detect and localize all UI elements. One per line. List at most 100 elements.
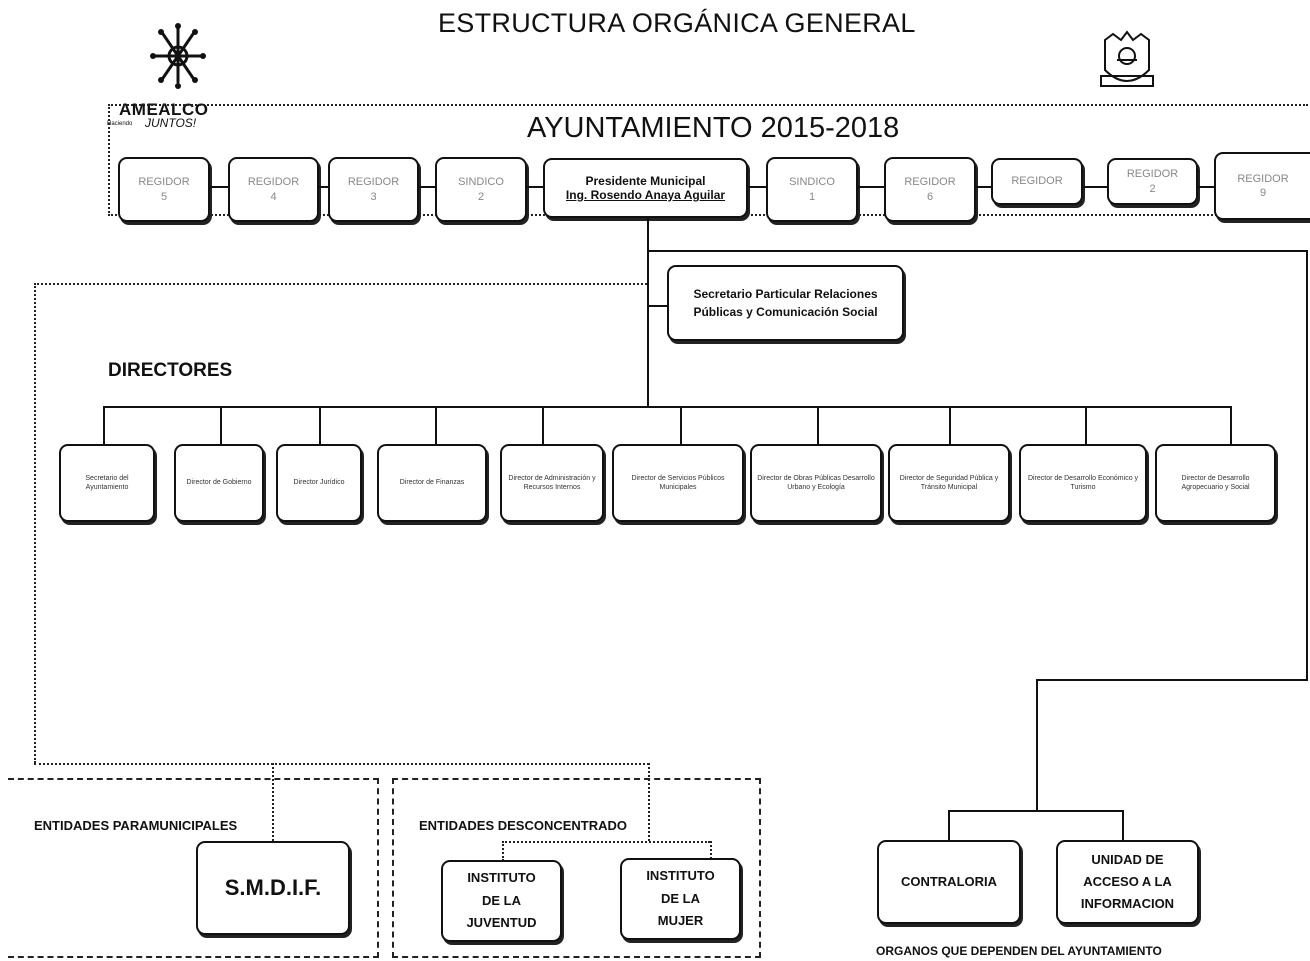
dotted-drop-desconcentrado bbox=[648, 763, 650, 841]
dir-drop bbox=[949, 406, 951, 444]
council-label: REGIDOR bbox=[1237, 172, 1289, 185]
unidad-line: INFORMACION bbox=[1080, 896, 1175, 912]
inst-line: INSTITUTO bbox=[467, 869, 536, 885]
inst-line: DE LA bbox=[482, 892, 521, 908]
dir-drop bbox=[1230, 406, 1232, 444]
director-box[interactable]: Director de Desarrollo Agropecuario y So… bbox=[1155, 444, 1276, 522]
inst-line: DE LA bbox=[661, 890, 700, 906]
dir-drop bbox=[435, 406, 437, 444]
inst-line: MUJER bbox=[657, 913, 704, 929]
logo-emblem-icon bbox=[150, 23, 206, 89]
council-box-regidor-3[interactable]: REGIDOR 3 bbox=[328, 157, 419, 222]
connector bbox=[1083, 186, 1107, 188]
director-box[interactable]: Secretario del Ayuntamiento bbox=[59, 444, 155, 522]
sec-line2: Públicas y Comunicación Social bbox=[693, 305, 878, 319]
council-label: REGIDOR bbox=[247, 176, 300, 189]
instituto-juventud-box[interactable]: INSTITUTO DE LA JUVENTUD bbox=[441, 860, 562, 942]
council-box-regidor-9[interactable]: REGIDOR 9 bbox=[1214, 152, 1310, 220]
dotted-drop-paramunicipales bbox=[272, 763, 274, 841]
council-number: 2 bbox=[477, 190, 485, 203]
dir-drop bbox=[103, 406, 105, 444]
director-box[interactable]: Director de Desarrollo Económico y Turis… bbox=[1019, 444, 1147, 522]
council-box-regidor-2[interactable]: REGIDOR 2 bbox=[1107, 158, 1198, 205]
right-trunk bbox=[1306, 250, 1308, 680]
organos-branch bbox=[948, 810, 1124, 812]
unidad-line: UNIDAD DE bbox=[1091, 851, 1164, 867]
connector bbox=[748, 186, 766, 188]
connector bbox=[1198, 186, 1214, 188]
council-box-sindico-2[interactable]: SINDICO 2 bbox=[435, 157, 527, 222]
council-number: 9 bbox=[1259, 187, 1267, 199]
council-label: REGIDOR bbox=[1126, 168, 1179, 181]
council-box-regidor-4[interactable]: REGIDOR 4 bbox=[228, 157, 319, 222]
council-box-sindico-1[interactable]: SINDICO 1 bbox=[766, 157, 858, 222]
dotted-institutos-left bbox=[502, 841, 504, 861]
right-to-organos bbox=[1036, 679, 1308, 681]
director-box[interactable]: Director de Servicios Públicos Municipal… bbox=[612, 444, 744, 522]
director-box[interactable]: Director Jurídico bbox=[276, 444, 362, 522]
smdif-label: S.M.D.I.F. bbox=[224, 875, 322, 900]
dotted-branch-left bbox=[34, 283, 36, 763]
dir-drop bbox=[542, 406, 544, 444]
council-box-regidor-7[interactable]: REGIDOR bbox=[991, 158, 1083, 205]
secretario-particular-box[interactable]: Secretario Particular Relaciones Pública… bbox=[667, 265, 904, 341]
council-label: SINDICO bbox=[458, 176, 504, 189]
connector bbox=[976, 186, 991, 188]
paramunicipales-frame bbox=[8, 778, 379, 958]
connector bbox=[319, 186, 328, 188]
council-box-regidor-5[interactable]: REGIDOR 5 bbox=[118, 157, 210, 222]
dir-drop bbox=[1085, 406, 1087, 444]
contraloria-label: CONTRALORIA bbox=[900, 873, 998, 889]
dotted-institutos-bar bbox=[502, 841, 710, 843]
director-label: Director de Servicios Públicos Municipal… bbox=[631, 474, 725, 491]
dir-drop bbox=[680, 406, 682, 444]
council-number: 6 bbox=[926, 190, 934, 203]
director-label: Director de Finanzas bbox=[399, 479, 465, 487]
council-number: 2 bbox=[1149, 182, 1156, 195]
director-box[interactable]: Director de Administración y Recursos In… bbox=[500, 444, 604, 522]
presidente-municipal-box[interactable]: Presidente Municipal Ing. Rosendo Anaya … bbox=[543, 158, 748, 218]
council-label: REGIDOR bbox=[347, 176, 400, 189]
president-name: Ing. Rosendo Anaya Aguilar bbox=[565, 188, 726, 202]
director-box[interactable]: Director de Finanzas bbox=[377, 444, 487, 522]
council-number: 3 bbox=[370, 190, 377, 203]
logo-slogan-prefix: Haciendo bbox=[107, 121, 133, 127]
dir-drop bbox=[319, 406, 321, 444]
dir-drop bbox=[817, 406, 819, 444]
directores-heading: DIRECTORES bbox=[108, 360, 233, 381]
director-box[interactable]: Director de Gobierno bbox=[174, 444, 264, 522]
dir-drop bbox=[220, 406, 222, 444]
director-label: Director de Administración y Recursos In… bbox=[508, 474, 596, 491]
director-label: Director de Desarrollo Agropecuario y So… bbox=[1181, 474, 1250, 491]
trunk-line bbox=[647, 218, 649, 408]
director-box[interactable]: Director de Seguridad Pública y Tránsito… bbox=[888, 444, 1010, 522]
organos-caption: ORGANOS QUE DEPENDEN DEL AYUNTAMIENTO bbox=[876, 944, 1162, 958]
sec-connector bbox=[647, 305, 667, 307]
director-label: Secretario del Ayuntamiento bbox=[85, 474, 129, 491]
paramunicipales-label: ENTIDADES PARAMUNICIPALES bbox=[34, 818, 238, 833]
logo-slogan: JUNTOS! bbox=[145, 116, 197, 130]
council-number: 1 bbox=[808, 190, 816, 203]
inst-line: INSTITUTO bbox=[646, 867, 715, 883]
ayuntamiento-title: AYUNTAMIENTO 2015-2018 bbox=[527, 112, 900, 144]
organos-drop-left bbox=[948, 810, 950, 840]
director-label: Director Jurídico bbox=[293, 479, 345, 487]
council-number: 4 bbox=[270, 190, 277, 203]
director-label: Director de Gobierno bbox=[186, 479, 252, 487]
instituto-mujer-box[interactable]: INSTITUTO DE LA MUJER bbox=[620, 858, 741, 940]
connector bbox=[419, 186, 435, 188]
council-label: REGIDOR bbox=[1011, 175, 1063, 188]
contraloria-box[interactable]: CONTRALORIA bbox=[877, 840, 1021, 924]
directors-bar bbox=[103, 406, 1232, 408]
desconcentrado-label: ENTIDADES DESCONCENTRADO bbox=[419, 818, 628, 833]
dotted-branch-top bbox=[34, 283, 647, 285]
council-box-regidor-6[interactable]: REGIDOR 6 bbox=[884, 157, 976, 222]
unidad-acceso-informacion-box[interactable]: UNIDAD DE ACCESO A LA INFORMACION bbox=[1056, 840, 1199, 924]
smdif-box[interactable]: S.M.D.I.F. bbox=[196, 841, 350, 935]
director-box[interactable]: Director de Obras Públicas Desarrollo Ur… bbox=[750, 444, 882, 522]
director-label: Director de Desarrollo Económico y Turis… bbox=[1027, 474, 1139, 491]
desconcentrado-frame bbox=[392, 778, 761, 958]
council-label: SINDICO bbox=[789, 176, 835, 189]
page-title: ESTRUCTURA ORGÁNICA GENERAL bbox=[438, 8, 916, 38]
connector bbox=[527, 186, 543, 188]
